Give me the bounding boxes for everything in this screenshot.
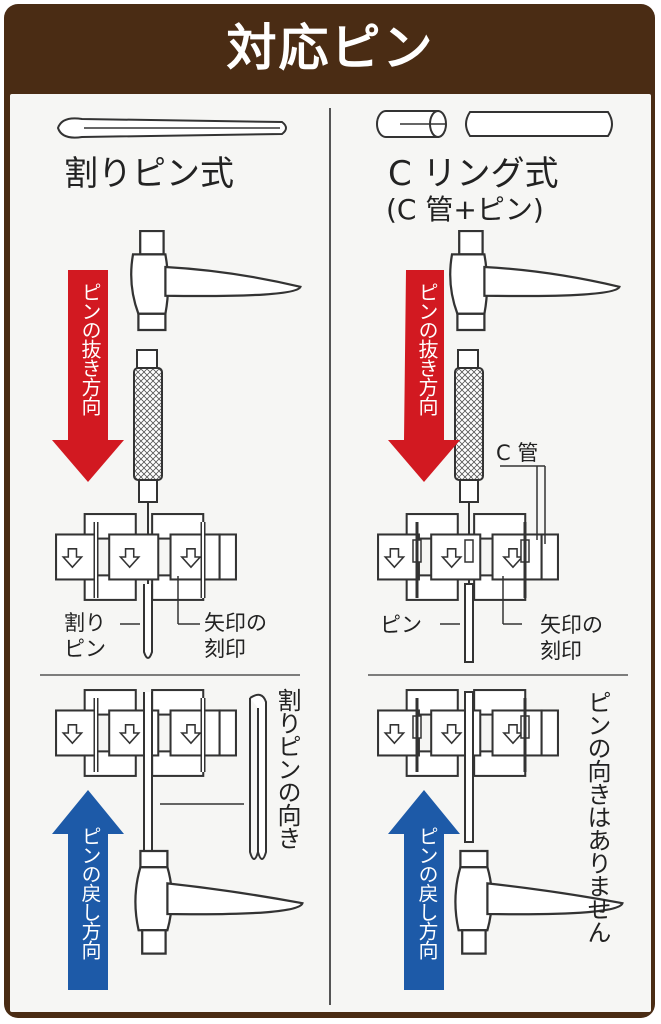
arrow-down-left <box>52 270 124 482</box>
pin-rod-icon <box>465 111 613 137</box>
left-label-pin: 割り ピン <box>64 611 106 661</box>
right-label-tube: C 管 <box>496 441 539 465</box>
c-tube-icon <box>376 110 447 138</box>
left-heading: 割りピン式 <box>64 154 234 194</box>
arrow-up-left-label: ピンの戻し方向 <box>78 826 102 959</box>
split-pin-left-1 <box>143 584 153 659</box>
arrow-down-left-label: ピンの抜き方向 <box>78 282 102 415</box>
right-label-arrow-mark: 矢印の 刻印 <box>540 613 603 663</box>
right-heading: C リング式 <box>388 154 559 194</box>
hammer-right-top <box>449 230 621 332</box>
pin-pusher-right <box>454 367 484 481</box>
left-side-note: 割りピンの向き <box>273 688 301 849</box>
split-pin-icon <box>56 117 287 139</box>
arrow-up-right <box>388 790 460 990</box>
page-title: 対応ピン <box>226 19 435 77</box>
pin-right-1 <box>464 583 474 663</box>
right-side-note: ピンの向きはありません <box>583 690 611 943</box>
right-label-pin: ピン <box>380 613 422 637</box>
pin-pusher-left <box>133 367 163 481</box>
arrow-up-left <box>52 790 124 990</box>
split-pin-orientation <box>249 693 267 860</box>
arrow-down-right <box>388 270 460 482</box>
arrow-up-right-label: ピンの戻し方向 <box>415 826 439 959</box>
left-label-arrow-mark: 矢印の 刻印 <box>204 611 267 661</box>
pin-right-2 <box>464 691 474 843</box>
right-subheading: (C 管+ピン) <box>386 193 544 226</box>
hammer-left-top <box>130 230 302 332</box>
split-pin-left-2 <box>143 692 153 869</box>
arrow-down-right-label: ピンの抜き方向 <box>415 282 439 415</box>
